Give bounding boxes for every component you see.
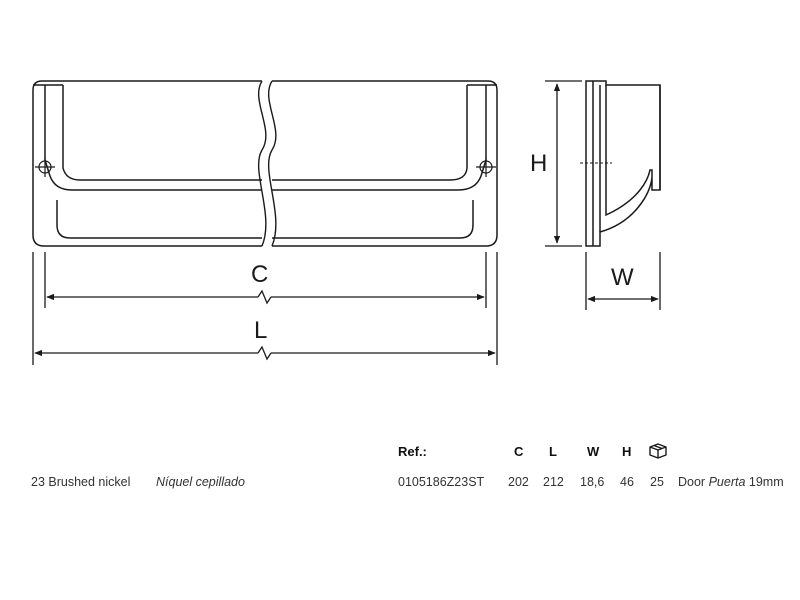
- dimension-l-label: L: [254, 317, 267, 344]
- header-c: C: [514, 444, 524, 459]
- front-view-break-lines: [257, 80, 277, 247]
- handle-front-view: [32, 80, 498, 247]
- finish-english: 23 Brushed nickel: [31, 475, 131, 489]
- finish-spanish: Níquel cepillado: [156, 475, 245, 489]
- value-w: 18,6: [580, 475, 605, 489]
- value-c: 202: [508, 475, 529, 489]
- door-english: Door: [678, 475, 706, 489]
- header-l: L: [549, 444, 557, 459]
- dimension-w: [585, 252, 661, 310]
- dimension-c-label: C: [251, 261, 268, 288]
- value-quantity: 25: [650, 475, 664, 489]
- technical-drawing: C L H W: [32, 80, 661, 365]
- header-h: H: [622, 444, 632, 459]
- value-h: 46: [620, 475, 634, 489]
- dimension-h: [545, 80, 582, 247]
- door-info: Door Puerta 19mm: [678, 475, 784, 489]
- dimension-l: [32, 252, 498, 365]
- reference-code: 0105186Z23ST: [398, 475, 485, 489]
- mounting-hole-right: [476, 157, 496, 177]
- door-spanish: Puerta: [708, 475, 746, 489]
- dimension-c: [44, 252, 487, 308]
- dimension-w-label: W: [611, 264, 634, 291]
- door-size: 19mm: [748, 475, 784, 489]
- box-icon: [649, 443, 667, 459]
- value-l: 212: [543, 475, 564, 489]
- header-w: W: [587, 444, 600, 459]
- mounting-hole-left: [35, 157, 55, 177]
- dimension-h-label: H: [530, 150, 547, 177]
- header-ref: Ref.:: [398, 444, 427, 459]
